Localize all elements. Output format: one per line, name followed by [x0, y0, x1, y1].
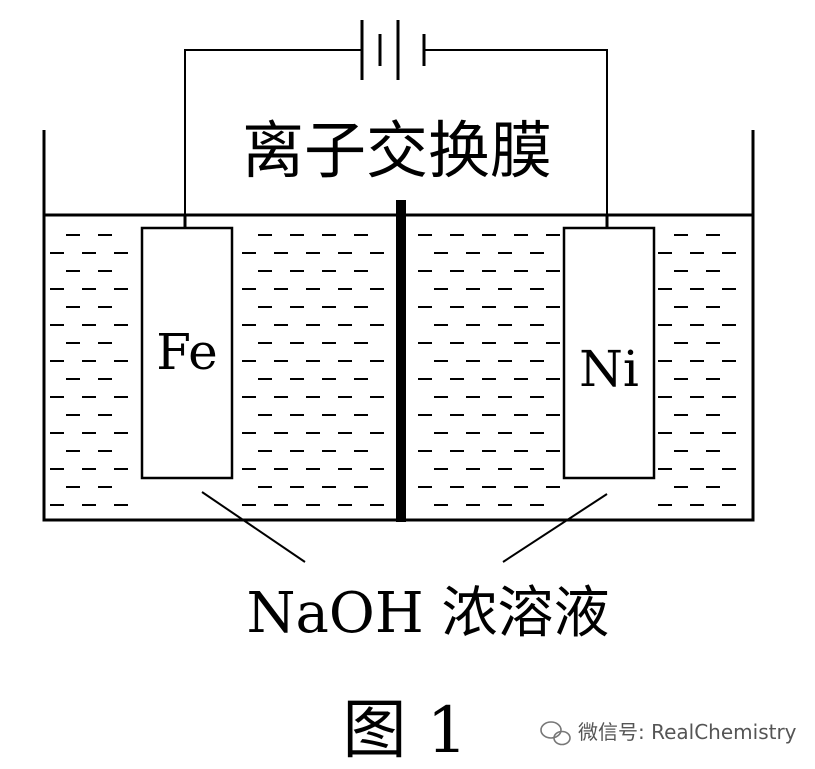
fe-electrode-label: Fe	[156, 323, 218, 381]
ion-exchange-membrane	[396, 200, 406, 522]
external-circuit	[184, 49, 608, 226]
ni-label-bg	[571, 340, 647, 396]
pointer-line-right	[502, 493, 608, 563]
ni-electrode-label: Ni	[579, 340, 639, 398]
circuit-wire-left	[184, 49, 362, 226]
membrane-label: 离子交换膜	[242, 114, 552, 187]
wechat-icon	[540, 721, 571, 746]
watermark-text: 微信号: RealChemistry	[578, 720, 797, 744]
pointer-line-left	[201, 491, 306, 563]
membrane-label-bg	[210, 112, 590, 184]
figure-caption: 图 1	[342, 694, 467, 768]
fe-label-bg	[149, 320, 225, 376]
circuit-wire-right	[424, 49, 608, 226]
liquid-pattern	[50, 234, 736, 506]
solution-label: NaOH 浓溶液	[247, 581, 610, 646]
battery-symbol	[360, 20, 426, 80]
